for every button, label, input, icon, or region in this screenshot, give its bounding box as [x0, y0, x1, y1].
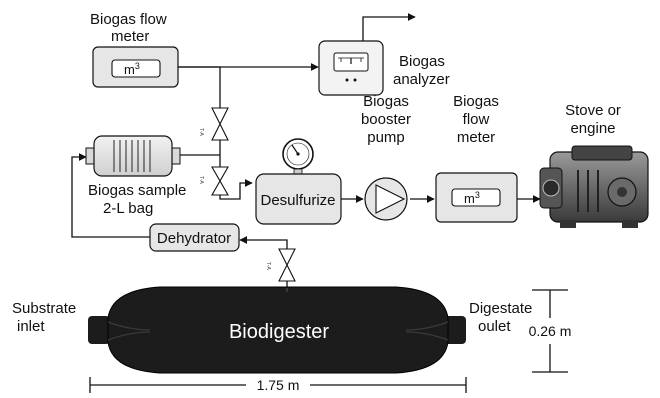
flow-meter-top-label-2: meter [111, 28, 149, 45]
pipe-valve-desulfurize [219, 179, 253, 200]
dehydrator-label: Dehydrator [157, 230, 231, 247]
flow-meter-right-unit: m3 [464, 190, 480, 206]
analyzer-icon [333, 52, 369, 82]
desulfurize-unit [255, 173, 342, 225]
flow-meter-right-label-2: flow [463, 111, 490, 128]
pipe-valve-dehydrator [239, 236, 288, 249]
biodigester-label: Biodigester [229, 321, 329, 343]
substrate-label-1: Substrate [12, 300, 76, 317]
valve-icon [278, 248, 296, 282]
stove-label-2: engine [570, 120, 615, 137]
stove-label-1: Stove or [565, 102, 621, 119]
biodigester-bag [88, 286, 466, 374]
valve-tag-middle: T-A [198, 176, 204, 184]
booster-label-3: pump [367, 129, 405, 146]
height-dimension [532, 289, 568, 373]
flow-meter-right-display [451, 188, 501, 207]
dehydrator-unit [149, 223, 240, 252]
valve-icon [211, 107, 229, 141]
height-dimension-label: 0.26 m [529, 323, 572, 339]
desulfurize-label: Desulfurize [260, 192, 335, 209]
length-dimension-label: 1.75 m [257, 377, 300, 393]
sample-bag-label-2: 2-L bag [103, 200, 153, 217]
valve-icon [211, 166, 229, 196]
valve-tag-bottom: T-A [265, 262, 271, 270]
flow-meter-right-label-3: meter [457, 129, 495, 146]
engine-icon [539, 145, 649, 228]
booster-label-1: Biogas [363, 93, 409, 110]
flow-meter-top-label-1: Biogas flow [90, 11, 167, 28]
flow-meter-top-display [111, 59, 161, 78]
flow-meter-right-label-1: Biogas [453, 93, 499, 110]
valve-tag-top: T-A [198, 128, 204, 136]
pipe-meter-valve [178, 66, 221, 108]
digestate-label-2: oulet [478, 318, 511, 335]
digestate-label-1: Digestate [469, 300, 532, 317]
analyzer-label-1: Biogas [399, 53, 445, 70]
flow-meter-top-unit: m3 [124, 61, 140, 77]
analyzer-label-2: analyzer [393, 71, 450, 88]
pipe-analyzer-exhaust [362, 13, 416, 41]
substrate-label-2: inlet [17, 318, 45, 335]
booster-label-2: booster [361, 111, 411, 128]
pressure-gauge-icon [282, 138, 314, 175]
pump-icon [364, 177, 408, 221]
length-dimension [89, 377, 467, 393]
pipe-dehydrator-bag [71, 153, 150, 238]
sample-bag-icon [85, 135, 181, 177]
sample-bag-label-1: Biogas sample [88, 182, 186, 199]
